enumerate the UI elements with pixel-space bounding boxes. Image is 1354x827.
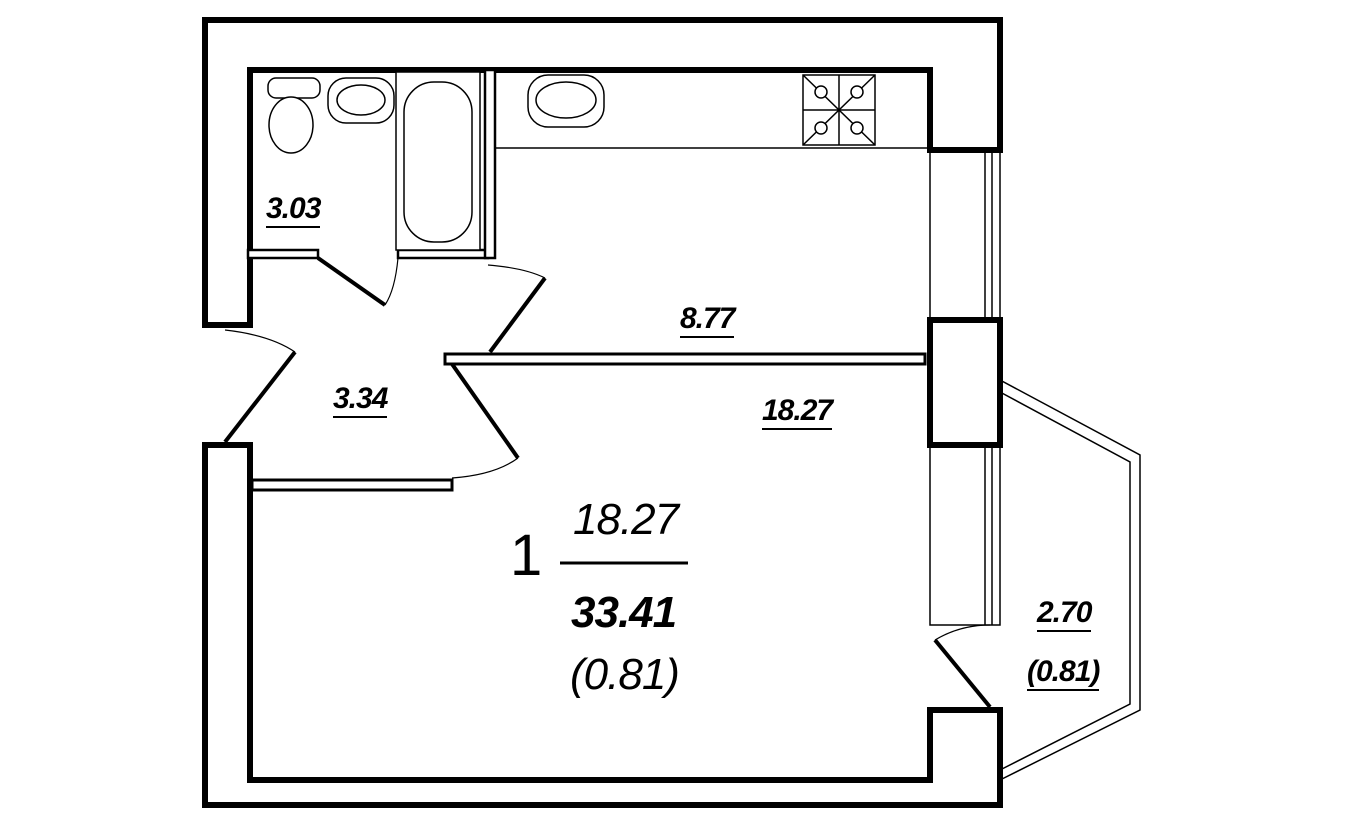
balcony-door	[933, 624, 992, 709]
room-door	[450, 362, 520, 479]
kitchen-area-label: 8.77	[680, 304, 735, 338]
bathtub-icon	[395, 71, 481, 251]
bathroom-area-label: 3.03	[266, 194, 321, 228]
entrance-door	[223, 329, 297, 444]
living-area-label: 18.27	[762, 396, 833, 430]
room-count-label: 1	[510, 523, 542, 588]
total-area-label: 33.41	[571, 588, 677, 637]
stove-icon	[802, 74, 876, 146]
balcony	[999, 379, 1141, 781]
hall-area-label: 3.34	[333, 384, 388, 418]
kitchen-door	[487, 264, 547, 354]
bathroom-door	[316, 256, 399, 307]
bathroom-sink-icon	[327, 77, 395, 124]
interior-walls	[246, 68, 930, 492]
toilet-icon	[267, 77, 321, 154]
room-window	[929, 444, 1001, 626]
outer-walls	[202, 17, 1003, 808]
kitchen-window	[929, 149, 1001, 321]
balcony-area-label: 2.70	[1037, 598, 1092, 632]
kitchen-sink-icon	[527, 74, 605, 128]
balcony-coef-label: (0.81)	[1027, 657, 1100, 691]
coef-label: (0.81)	[570, 650, 680, 699]
living-total-label: 18.27	[573, 495, 679, 544]
